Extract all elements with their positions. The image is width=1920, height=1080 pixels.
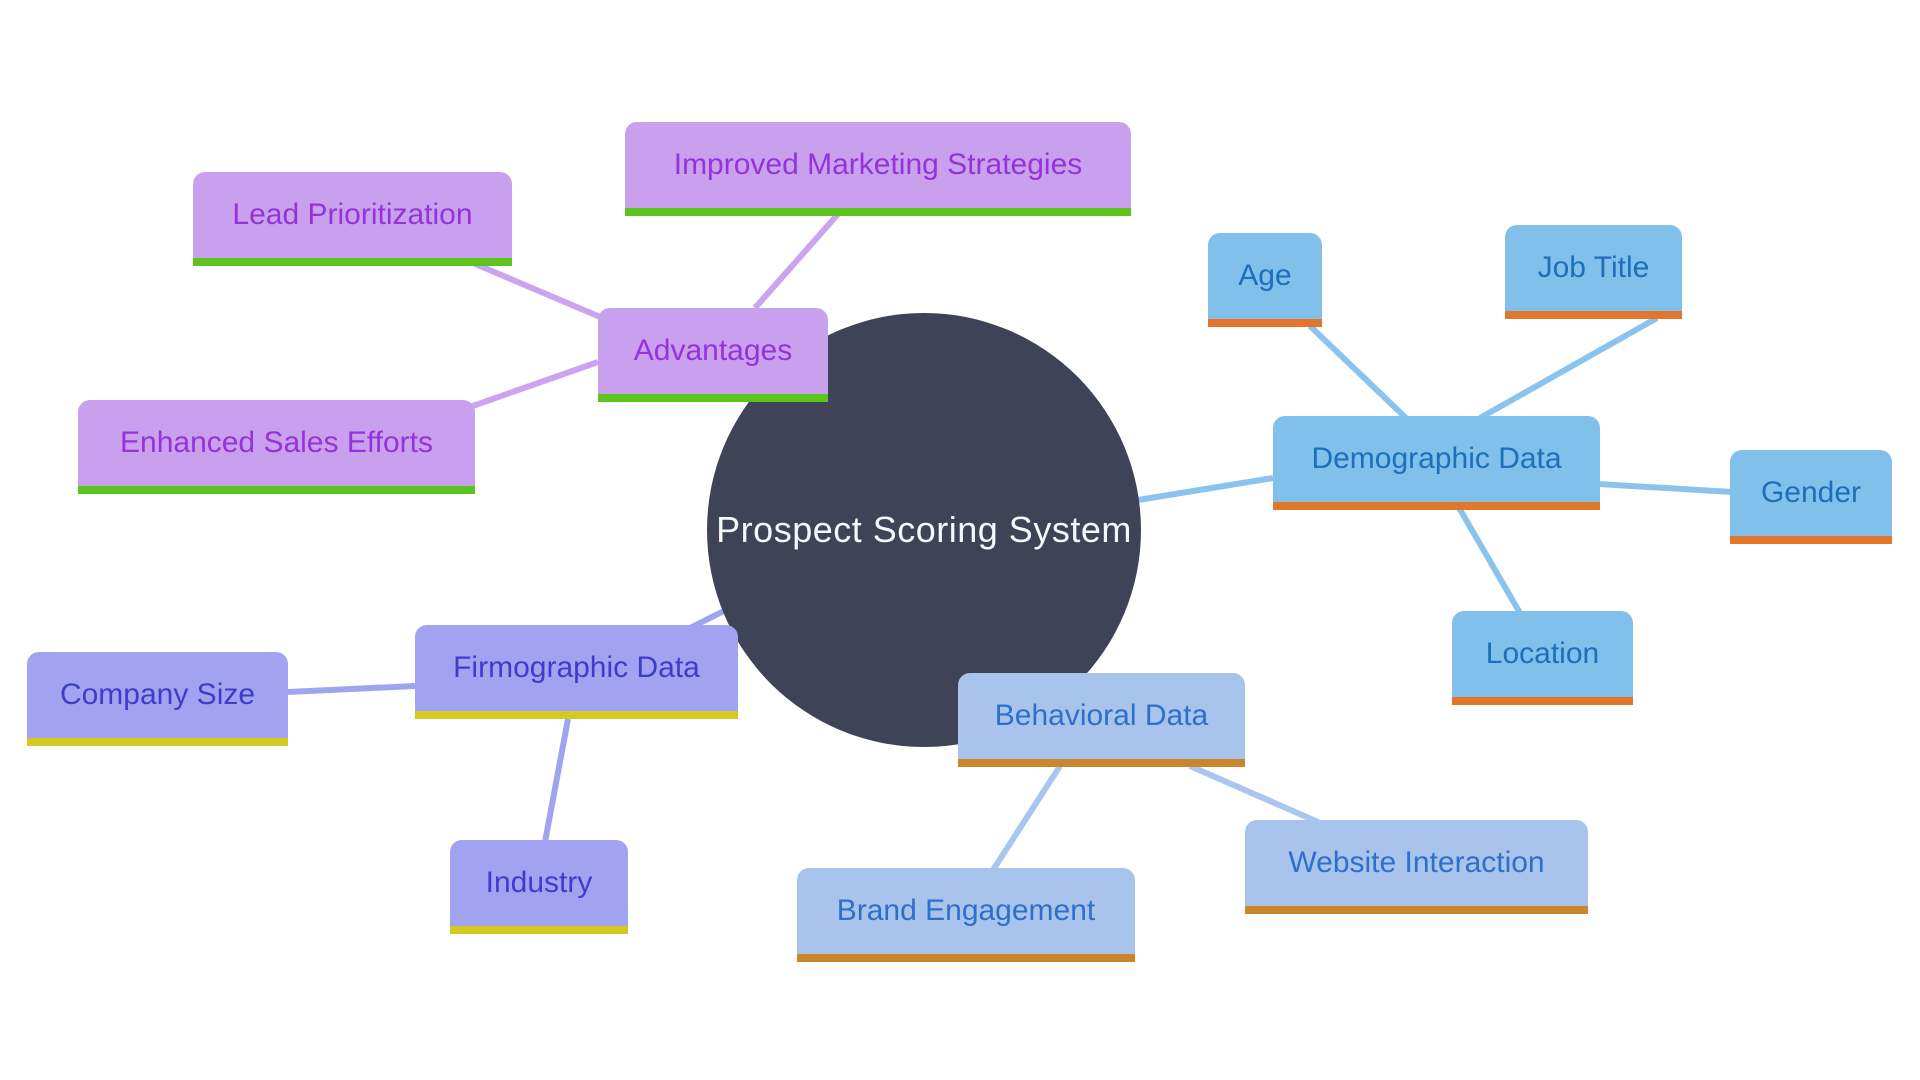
edge-center-to-demographic bbox=[1131, 475, 1274, 504]
edge-age-to-demographic bbox=[1307, 323, 1409, 421]
edge-firmographic-to-industry bbox=[542, 718, 571, 843]
node-label: Brand Engagement bbox=[836, 894, 1096, 927]
node-demographic-data[interactable]: Demographic Data bbox=[1273, 416, 1600, 510]
node-firmographic-data[interactable]: Firmographic Data bbox=[415, 625, 738, 719]
node-brand-engagement[interactable]: Brand Engagement bbox=[797, 868, 1135, 962]
node-label: Company Size bbox=[59, 678, 256, 711]
node-improved-marketing-strategies[interactable]: Improved Marketing Strategies bbox=[625, 122, 1131, 216]
node-label: Enhanced Sales Efforts bbox=[120, 426, 433, 459]
node-behavioral-data[interactable]: Behavioral Data bbox=[958, 673, 1245, 767]
edge-improved-marketing-to-advantages bbox=[752, 212, 841, 310]
node-label: Age bbox=[1238, 259, 1292, 292]
node-gender[interactable]: Gender bbox=[1730, 450, 1892, 544]
center-node-label: Prospect Scoring System bbox=[716, 509, 1132, 550]
node-advantages[interactable]: Advantages bbox=[598, 308, 828, 402]
edge-enhanced-sales-to-advantages bbox=[466, 359, 599, 411]
node-age[interactable]: Age bbox=[1208, 233, 1322, 327]
node-label: Industry bbox=[485, 866, 593, 899]
node-label: Improved Marketing Strategies bbox=[673, 148, 1083, 181]
node-industry[interactable]: Industry bbox=[450, 840, 628, 934]
edge-company-size-to-firmographic bbox=[287, 683, 416, 695]
node-label: Lead Prioritization bbox=[232, 198, 473, 231]
edge-behavioral-to-website bbox=[1188, 763, 1320, 825]
node-location[interactable]: Location bbox=[1452, 611, 1633, 705]
node-label: Website Interaction bbox=[1288, 846, 1545, 879]
edge-lead-prioritization-to-advantages bbox=[471, 260, 614, 325]
node-label: Firmographic Data bbox=[453, 651, 700, 684]
edge-behavioral-to-brand bbox=[990, 764, 1063, 872]
edge-job-title-to-demographic bbox=[1478, 315, 1659, 421]
edge-demographic-to-gender bbox=[1597, 481, 1733, 495]
node-label: Advantages bbox=[633, 334, 793, 367]
node-label: Location bbox=[1485, 637, 1600, 670]
node-label: Behavioral Data bbox=[994, 699, 1209, 732]
node-label: Job Title bbox=[1537, 251, 1650, 284]
node-label: Gender bbox=[1760, 476, 1862, 509]
edge-demographic-to-location bbox=[1455, 504, 1523, 615]
node-label: Demographic Data bbox=[1311, 442, 1562, 475]
node-company-size[interactable]: Company Size bbox=[27, 652, 288, 746]
node-website-interaction[interactable]: Website Interaction bbox=[1245, 820, 1588, 914]
node-job-title[interactable]: Job Title bbox=[1505, 225, 1682, 319]
node-lead-prioritization[interactable]: Lead Prioritization bbox=[193, 172, 512, 266]
node-enhanced-sales-efforts[interactable]: Enhanced Sales Efforts bbox=[78, 400, 475, 494]
